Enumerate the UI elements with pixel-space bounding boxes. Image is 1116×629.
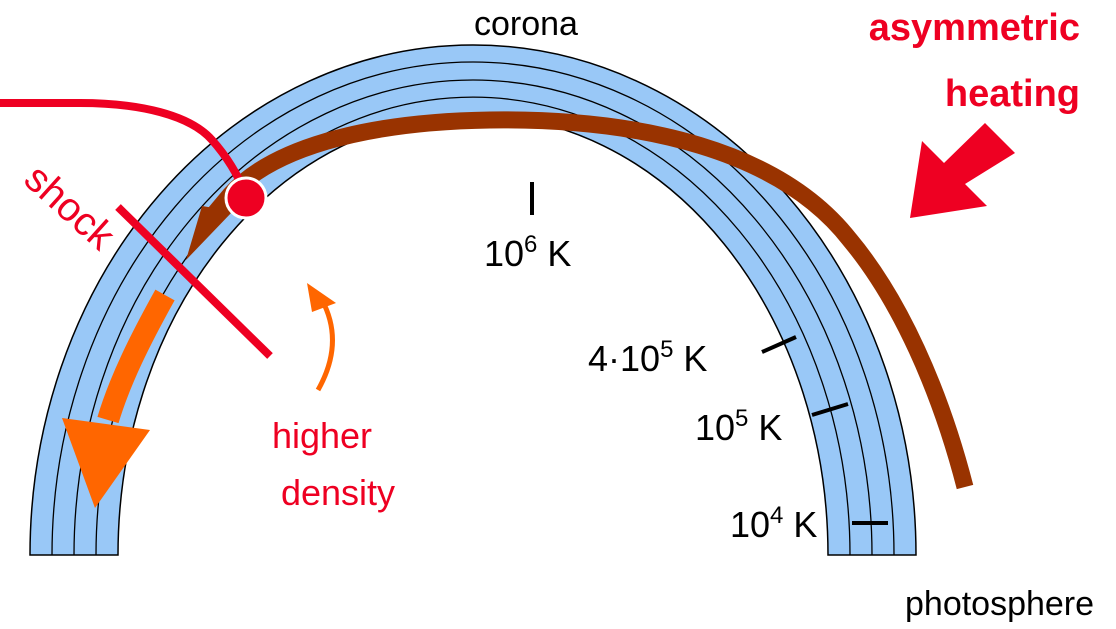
higher-density-arrowhead — [307, 283, 336, 312]
tick-1e5 — [811, 402, 849, 417]
tick-4e5 — [761, 335, 797, 354]
photosphere-label: photosphere — [905, 585, 1094, 623]
temp-label-4e5: 4·105 K — [588, 336, 707, 379]
higher-density-label-line2: density — [281, 472, 395, 513]
asymmetric-heating-label-line2: heating — [945, 73, 1080, 115]
layer-arc-2 — [73, 79, 873, 556]
shock-dot — [224, 176, 268, 220]
temp-label-1e6: 106 K — [484, 231, 571, 274]
heating-arrow — [910, 123, 1015, 218]
temp-label-1e4: 104 K — [730, 502, 817, 545]
layer-arc-1 — [51, 61, 895, 556]
downflow-arrowhead — [62, 418, 150, 508]
shock-line — [115, 204, 273, 359]
siphon-flow-arrowhead — [186, 206, 233, 260]
higher-density-arrow — [315, 298, 335, 392]
shock-label: shock — [16, 156, 124, 259]
higher-density-label-line1: higher — [272, 415, 372, 456]
asymmetric-heating-label-line1: asymmetric — [869, 7, 1080, 49]
shock-pointer-line — [0, 99, 250, 197]
temp-label-1e5: 105 K — [695, 405, 782, 448]
downflow-arrow — [97, 289, 175, 424]
siphon-flow-arrow — [198, 111, 974, 490]
corona-label: corona — [474, 5, 578, 43]
